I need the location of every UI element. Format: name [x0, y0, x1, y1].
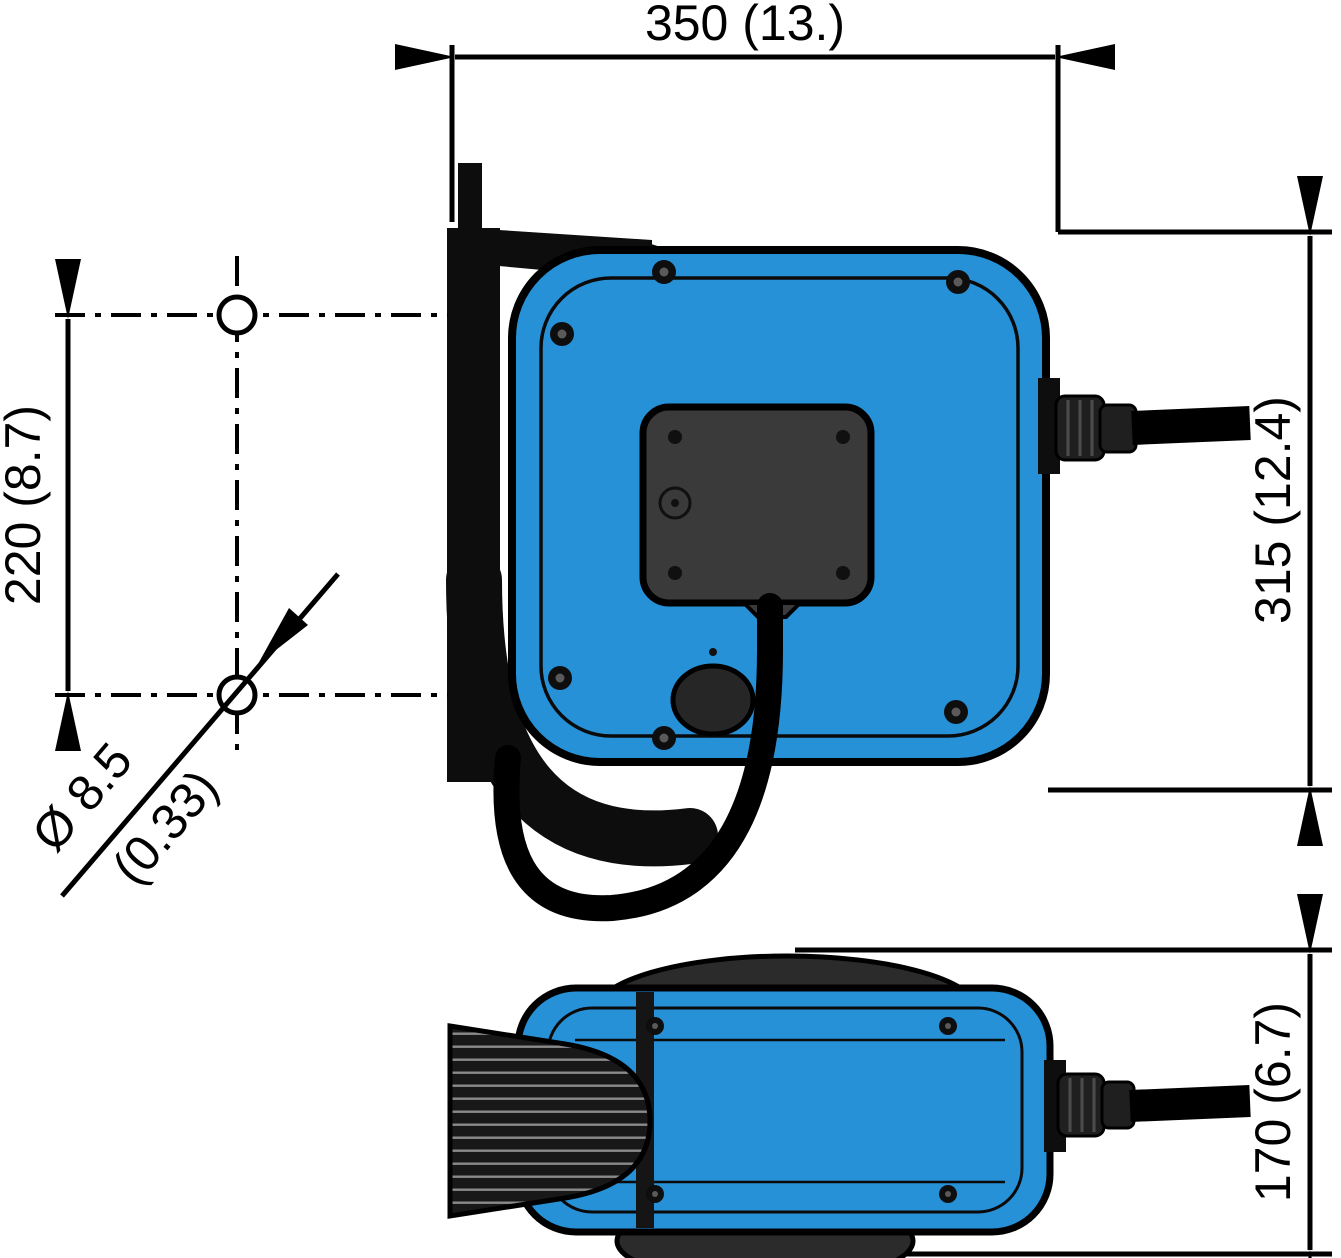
swivel-arm: [446, 552, 718, 867]
dimension-width: 350 (13.): [395, 0, 1115, 232]
dim-height-label: 315 (12.4): [1245, 396, 1301, 624]
bottom-screws: [646, 1017, 957, 1203]
outlet-pin: [709, 648, 717, 656]
dim-hole-spacing-label: 220 (8.7): [0, 405, 51, 605]
dimension-height: 315 (12.4): [1048, 176, 1332, 846]
side-view: [446, 163, 1251, 922]
bracket-top-tab: [458, 163, 482, 239]
dim-width-label: 350 (13.): [645, 0, 845, 51]
cable-gland-side: [1038, 378, 1251, 474]
reel-body-inner-line: [539, 276, 1020, 738]
mounting-hole-top: [216, 294, 258, 336]
dim-depth-label: 170 (6.7): [1245, 1002, 1301, 1202]
leader-arrowhead: [258, 608, 308, 664]
bottom-view: [447, 953, 1251, 1258]
dimension-depth: 170 (6.7): [795, 894, 1332, 1258]
body-screws: [548, 260, 970, 750]
outlet-cover: [670, 663, 756, 737]
cable-loop: [493, 593, 783, 922]
cable-gland-bottom: [1044, 1060, 1251, 1152]
dimension-hole-spacing: 220 (8.7): [0, 256, 448, 756]
bracket-wedge: [447, 1023, 653, 1219]
latch-plate: [639, 403, 875, 619]
